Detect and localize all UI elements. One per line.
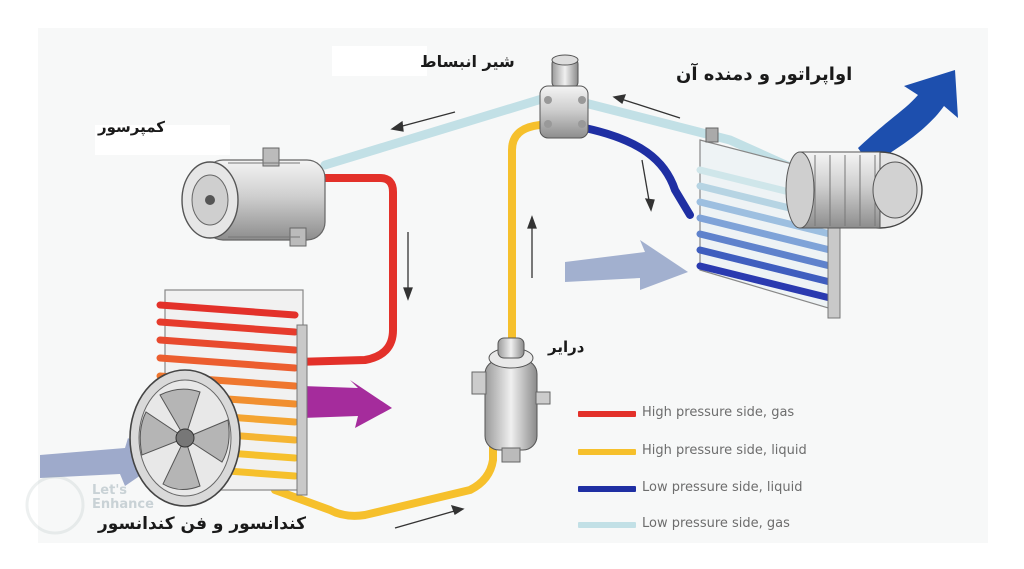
cold-air-out-arrow (858, 70, 958, 165)
expansion-valve-label: شیر انبساط (420, 52, 515, 71)
label-backdrop (95, 125, 230, 155)
drier-label: درایر (548, 338, 585, 356)
drier-unit (471, 337, 551, 463)
label-backdrop (332, 46, 427, 76)
pipe-high-pressure-liquid-up (508, 121, 544, 344)
expansion-valve-unit (539, 54, 589, 139)
compressor-label: کمپرسور (98, 118, 166, 136)
legend-swatch-high-pressure-liquid (578, 449, 636, 455)
flow-direction-arrows (390, 94, 681, 529)
watermark-text: Let's Enhance (92, 483, 154, 512)
hot-air-out-arrow (302, 380, 392, 428)
evaporator-blower (785, 151, 923, 229)
legend-label-high-pressure-liquid: High pressure side, liquid (642, 443, 807, 458)
airflow-in-evaporator-arrow (565, 240, 688, 290)
compressor-unit (181, 147, 326, 247)
legend-label-low-pressure-liquid: Low pressure side, liquid (642, 480, 803, 495)
watermark-logo (25, 475, 85, 535)
legend-swatch-low-pressure-gas (578, 522, 636, 528)
condenser-label: کندانسور و فن کندانسور (98, 514, 306, 534)
condenser-fan (129, 369, 241, 507)
pipe-low-pressure-gas (320, 93, 550, 170)
pipe-high-pressure-gas (291, 174, 397, 366)
legend-label-high-pressure-gas: High pressure side, gas (642, 405, 795, 420)
legend-swatch-low-pressure-liquid (578, 486, 636, 492)
pipe-low-pressure-liquid (581, 124, 694, 219)
legend-swatch-high-pressure-gas (578, 411, 636, 417)
evaporator-label: اواپراتور و دمنده آن (676, 64, 853, 85)
legend-label-low-pressure-gas: Low pressure side, gas (642, 516, 790, 531)
pipe-high-pressure-liquid (271, 436, 497, 520)
